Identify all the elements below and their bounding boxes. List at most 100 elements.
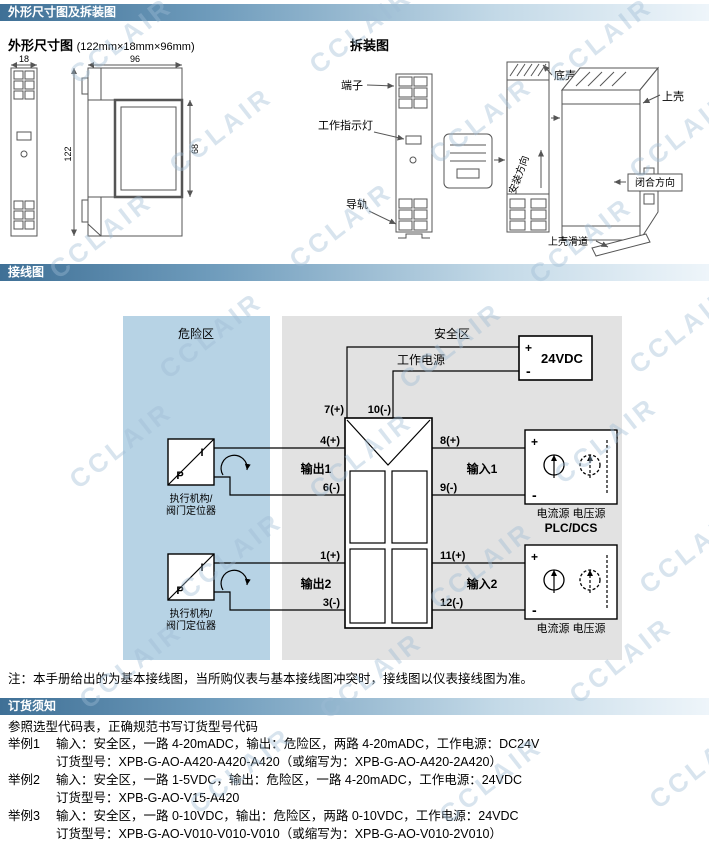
isolator-block (344, 417, 433, 629)
terminal-1: 1(+) (320, 550, 340, 562)
example-model: 订货型号：XPB-G-AO-A420-A420-A420（或缩写为：XPB-G-… (56, 755, 502, 769)
close-direction-label: 闭合方向 (614, 173, 683, 192)
section-title: 外形尺寸图及拆装图 (8, 5, 117, 19)
section-title: 接线图 (8, 265, 45, 279)
indicator-label: 工作指示灯 (318, 118, 373, 132)
power-wire-plus (346, 346, 519, 418)
pi-converter-2: I P (167, 553, 215, 601)
example-label: 举例2 (8, 773, 40, 787)
output2-label: 输出2 (301, 576, 332, 591)
section-header-dimensions: 外形尺寸图及拆装图 (0, 4, 709, 21)
example-row: 举例3 输入：安全区，一路 0-10VDC，输出：危险区，两路 0-10VDC，… (8, 807, 704, 825)
disassembly-title: 拆装图 (350, 38, 390, 53)
input2-label: 输入2 (467, 576, 498, 591)
top-slide-label: 上壳滑道 (548, 235, 588, 248)
ordering-intro: 参照选型代码表，正确规范书写订货型号代码 (8, 720, 259, 734)
load1-plus: + (531, 435, 538, 449)
safe-zone-label: 安全区 (434, 326, 470, 341)
section-title: 订货须知 (8, 699, 57, 713)
wiring-note: 注：本手册给出的为基本接线图，当所购仪表与基本接线图冲突时，接线图以仪表接线图为… (8, 672, 534, 686)
pi-i: I (200, 447, 203, 459)
actuator1-line2: 阀门定位器 (166, 504, 216, 517)
terminal-12: 12(-) (440, 597, 464, 609)
bottom-shell-leader (542, 64, 553, 76)
power-value: 24VDC (541, 351, 584, 366)
dimension-title: 外形尺寸图 (8, 38, 74, 53)
terminal-6: 6(-) (323, 482, 340, 494)
power-minus: - (526, 363, 531, 379)
top-shell-label: 上壳 (662, 89, 684, 103)
terminal-4: 4(+) (320, 435, 340, 447)
rail-label: 导轨 (346, 197, 368, 211)
hazard-zone-label: 危险区 (178, 326, 214, 341)
input1-label: 输入1 (467, 461, 498, 476)
close-direction-text: 闭合方向 (635, 176, 675, 189)
dimension-subheading: 外形尺寸图 (122mm×18mm×96mm) (8, 35, 195, 54)
actuator2-line2: 阀门定位器 (166, 619, 216, 632)
pi-p: P (176, 470, 183, 482)
dim-18: 18 (19, 54, 29, 64)
terminal-9: 9(-) (440, 482, 457, 494)
loop-arrow-2 (220, 569, 251, 591)
power-supply-box: + - 24VDC (518, 335, 593, 381)
hazard-zone (123, 316, 270, 660)
example-model: 订货型号：XPB-G-AO-V15-A420 (56, 791, 240, 805)
terminal-10: 10(-) (368, 404, 392, 416)
actuator2-line1: 执行机构/ (170, 607, 213, 620)
load2-plus: + (531, 550, 538, 564)
example-model: 订货型号：XPB-G-AO-V010-V010-V010（或缩写为：XPB-G-… (56, 827, 502, 841)
wiring-diagram: 危险区 安全区 7(+) 10(-) 工作电源 + - 24VDC I P (123, 316, 622, 660)
top-slide-leader (595, 240, 609, 248)
load2-minus: - (532, 602, 537, 618)
dim-96: 96 (130, 54, 140, 64)
bottom-shell-label: 底壳 (554, 68, 576, 82)
terminal-3: 3(-) (323, 597, 340, 609)
terminal-8: 8(+) (440, 435, 460, 447)
power-wire-minus (392, 370, 519, 418)
power-plus: + (525, 341, 532, 355)
watermark-text: CCLAIR (623, 280, 709, 380)
example-row: 举例2 输入：安全区，一路 1-5VDC，输出：危险区，一路 4-20mADC，… (8, 771, 704, 789)
output1-label: 输出1 (301, 461, 332, 476)
dimension-drawing: 18 96 122 68 (10, 54, 200, 237)
cover-plate-drawing (443, 133, 493, 189)
power-label: 工作电源 (397, 353, 445, 367)
load-box-2: + - (524, 544, 618, 620)
example-label: 举例3 (8, 809, 40, 823)
loop-arrow-1 (220, 454, 251, 476)
disassembly-subheading: 拆装图 (350, 35, 389, 54)
actuator1-line1: 执行机构/ (170, 492, 213, 505)
wire-out1-minus (214, 476, 345, 496)
example-row: 举例1 输入：安全区，一路 4-20mADC，输出：危险区，两路 4-20mAD… (8, 735, 704, 753)
rail-leader (368, 210, 397, 225)
side-view-drawing (81, 67, 184, 237)
watermark-text: CCLAIR (633, 500, 709, 600)
indicator-leader (373, 131, 405, 141)
terminal-leader (366, 82, 395, 89)
pi-i: I (200, 562, 203, 574)
plc-dcs-label: PLC/DCS (545, 521, 598, 535)
example-desc: 输入：安全区，一路 1-5VDC，输出：危险区，一路 4-20mADC，工作电源… (56, 773, 523, 787)
example-desc: 输入：安全区，一路 0-10VDC，输出：危险区，两路 0-10VDC，工作电源… (56, 809, 519, 823)
dim-68: 68 (190, 144, 200, 154)
pi-converter-1: I P (167, 438, 215, 486)
terminal-label: 端子 (341, 79, 363, 92)
section-header-ordering: 订货须知 (0, 698, 709, 715)
example-desc: 输入：安全区，一路 4-20mADC，输出：危险区，两路 4-20mADC，工作… (56, 737, 540, 751)
module-body-drawing (506, 61, 550, 233)
load1-minus: - (532, 487, 537, 503)
terminal-11: 11(+) (440, 550, 466, 562)
dim-122: 122 (63, 146, 73, 161)
disassembly-drawing: 端子 工作指示灯 导轨 安装方向 底壳 (318, 61, 684, 257)
example-label: 举例1 (8, 737, 40, 751)
source2-label: 电流源 电压源 (536, 621, 605, 635)
assembled-unit-drawing (560, 66, 660, 257)
ordering-examples: 举例1 输入：安全区，一路 4-20mADC，输出：危险区，两路 4-20mAD… (8, 735, 704, 843)
pi-p: P (176, 585, 183, 597)
load-box-1: + - (524, 429, 618, 505)
section-header-wiring: 接线图 (0, 264, 709, 281)
terminal-7: 7(+) (324, 404, 344, 416)
dimension-size: (122mm×18mm×96mm) (76, 41, 195, 53)
source1-label: 电流源 电压源 (536, 506, 605, 520)
